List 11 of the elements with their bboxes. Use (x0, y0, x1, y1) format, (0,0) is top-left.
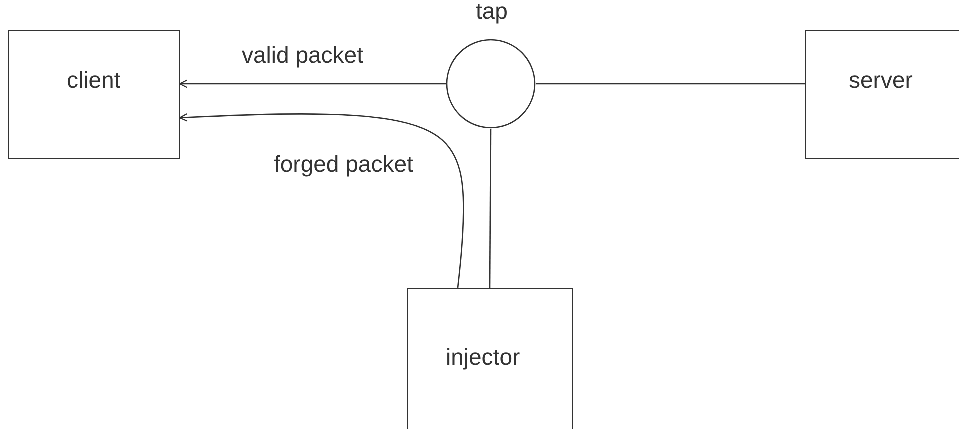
arrow (179, 113, 464, 288)
connector-line (536, 83, 805, 85)
process-box (8, 30, 180, 159)
node-label: server (849, 67, 913, 94)
connector-line (489, 129, 492, 288)
arrow (179, 80, 446, 88)
node-label: injector (446, 344, 520, 371)
process-box (407, 288, 573, 429)
process-box (805, 30, 959, 159)
node-label: client (67, 67, 121, 94)
node-label: tap (476, 0, 508, 25)
